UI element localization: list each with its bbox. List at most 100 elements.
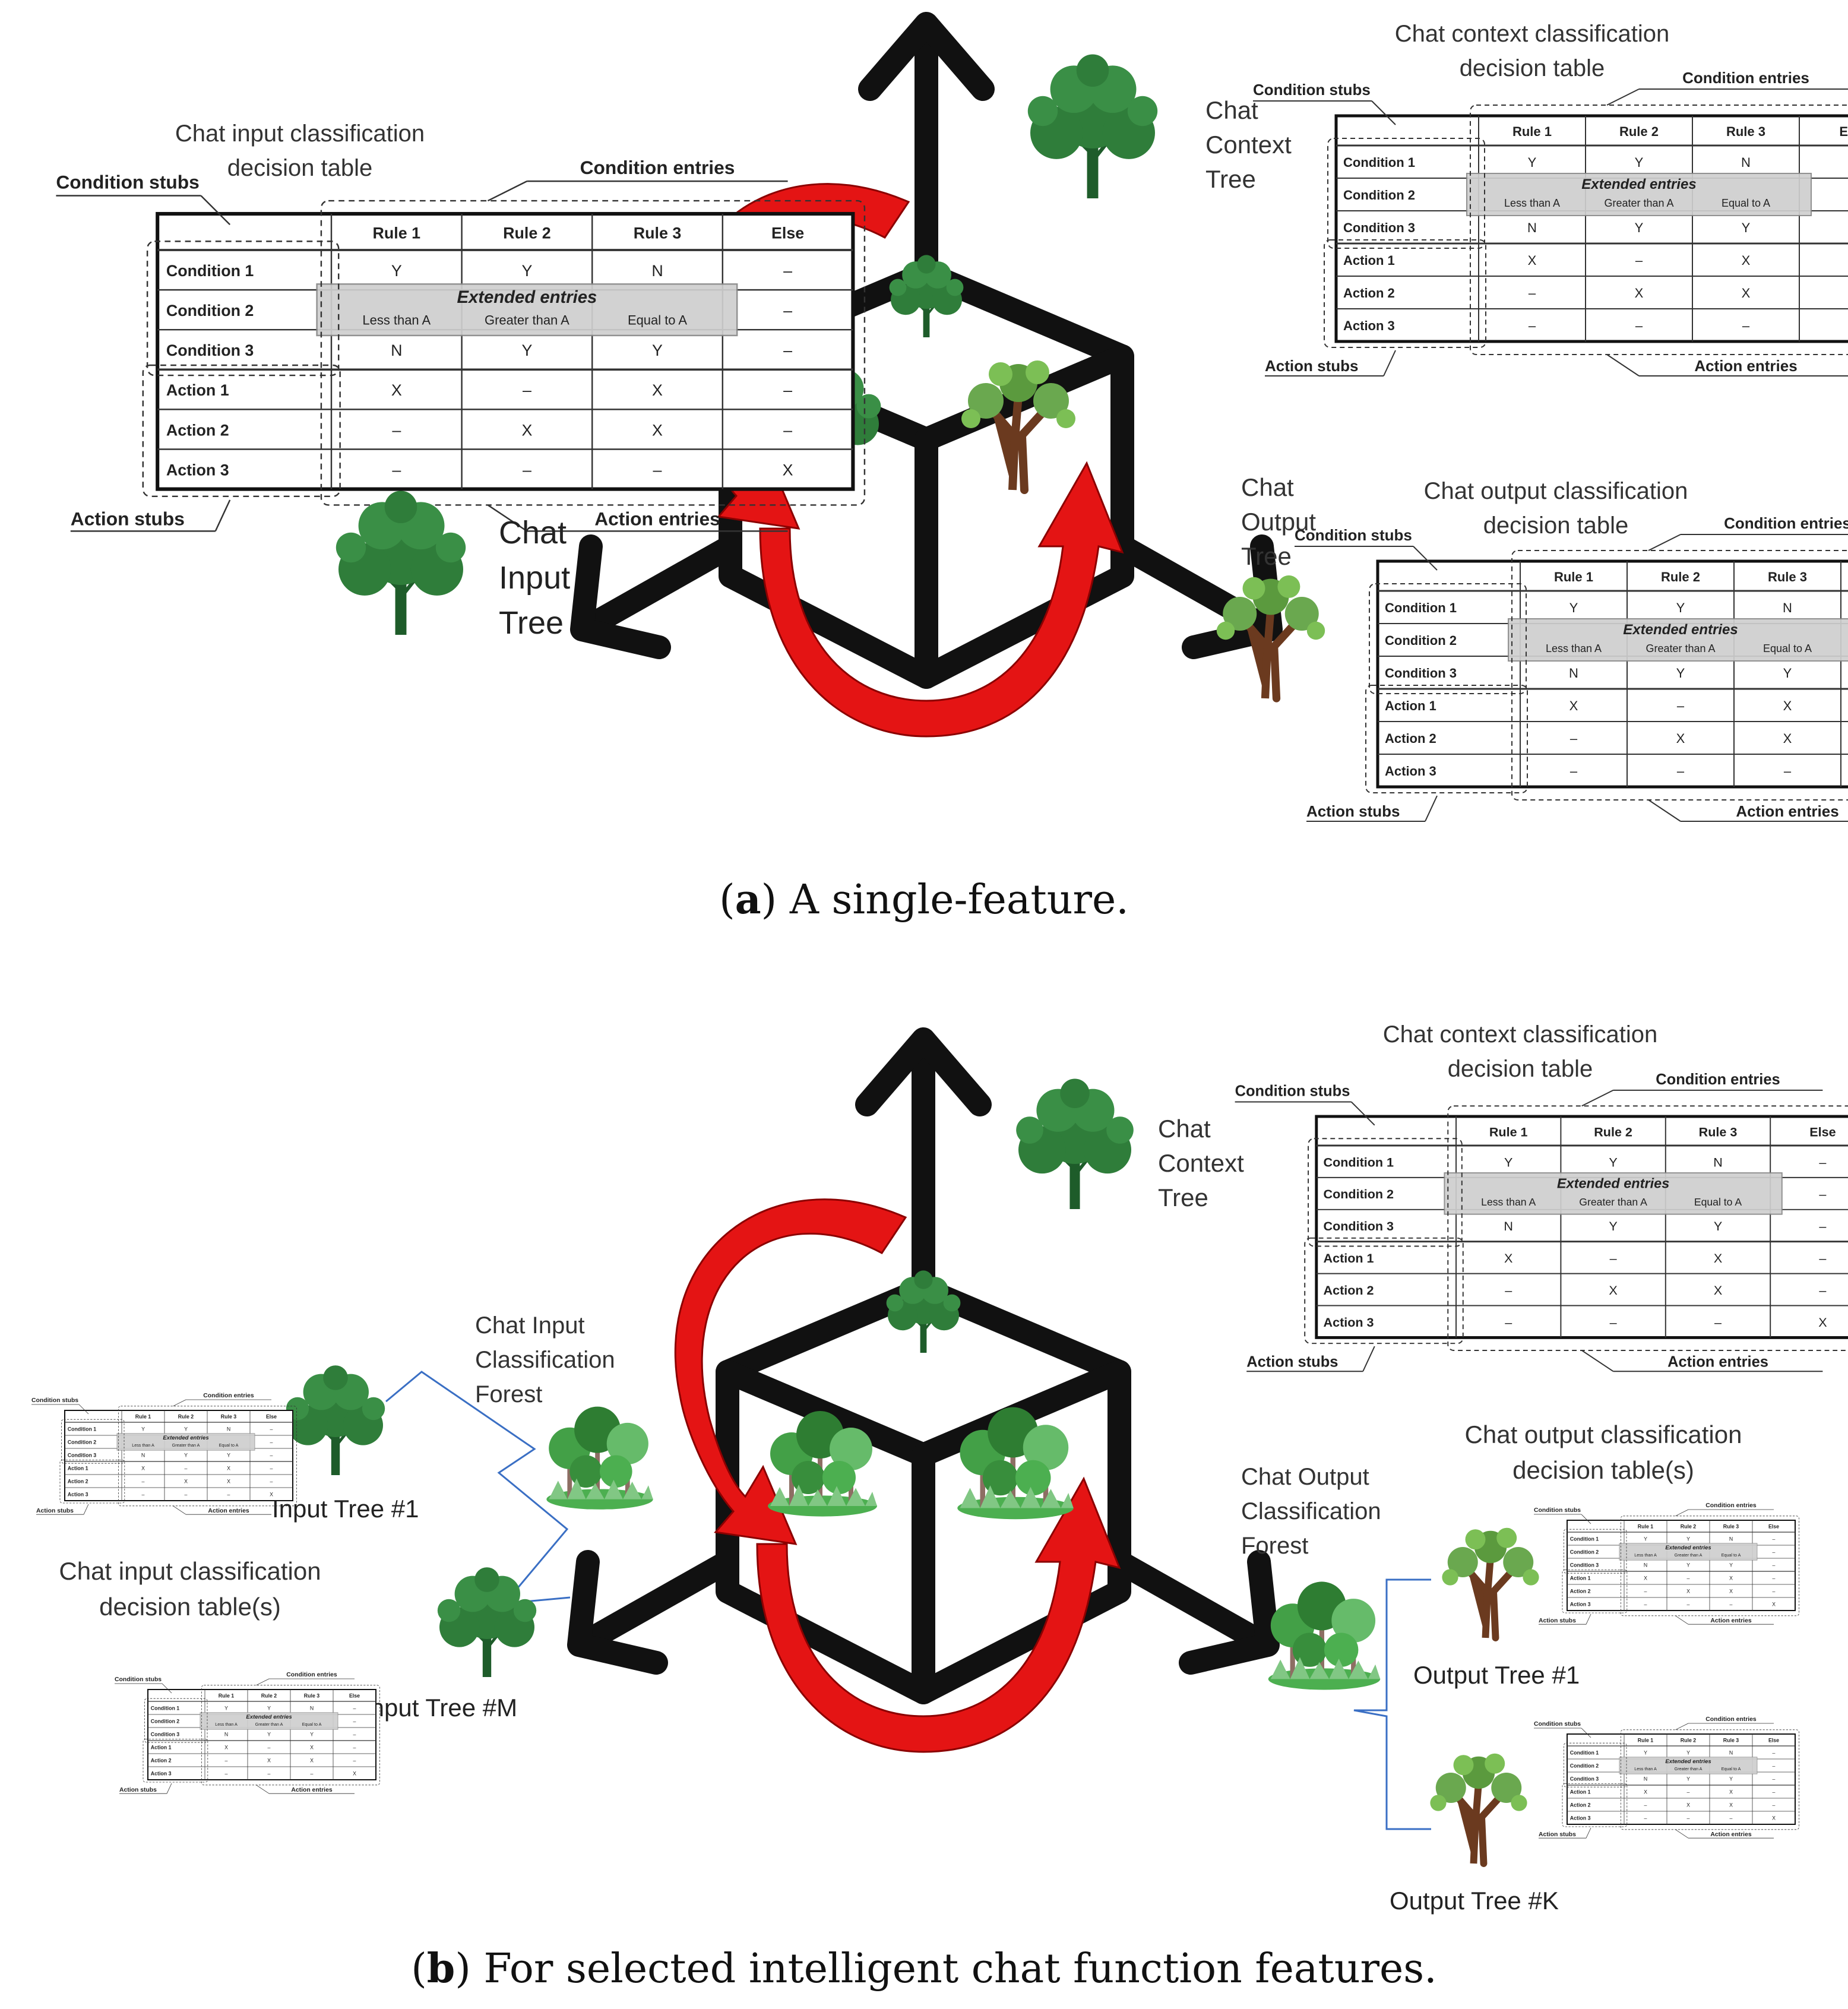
output-tree-label: Tree: [1241, 542, 1292, 570]
output-table-title: Chat output classification: [1424, 478, 1688, 504]
action-stub: Action 1: [166, 381, 229, 399]
condition-stub: Condition 1: [151, 1705, 179, 1711]
callout-line: [1383, 350, 1396, 377]
table-cell: X: [1772, 1601, 1776, 1607]
condition-stubs-label: Condition stubs: [1534, 1721, 1581, 1728]
rule-header: Rule 2: [1594, 1124, 1632, 1139]
table-cell: –: [1730, 1815, 1733, 1821]
condition-stubs-box: [1564, 1529, 1627, 1574]
action-stubs-label: Action stubs: [36, 1508, 74, 1514]
condition-entries-label: Condition entries: [1705, 1716, 1757, 1723]
action-entries-label: Action entries: [1667, 1353, 1768, 1370]
table-cell: N: [227, 1426, 230, 1432]
condition-stub: Condition 2: [1343, 188, 1415, 203]
table-cell: X: [1729, 1802, 1733, 1808]
action-entries-label: Action entries: [1694, 357, 1797, 375]
table-cell: –: [1773, 1802, 1776, 1808]
table-frame: [1376, 559, 1848, 789]
extended-entries-title: Extended entries: [1665, 1758, 1711, 1765]
condition-stub: Condition 3: [1324, 1219, 1394, 1233]
rule-header: Else: [266, 1414, 277, 1420]
table-cell: X: [1504, 1251, 1512, 1265]
b-output-tree-1-label: Output Tree #1: [1413, 1661, 1580, 1689]
table-cell: –: [268, 1770, 271, 1776]
axis-left-head: [570, 534, 671, 659]
table-cell: –: [1570, 731, 1578, 746]
table-cell: –: [225, 1770, 228, 1776]
b-context-tree-label: Context: [1158, 1149, 1244, 1177]
table-cell: Y: [1504, 1154, 1512, 1169]
context-table-title: Chat context classification: [1395, 21, 1669, 47]
table-cell: N: [1504, 1219, 1513, 1233]
action-stubs-label: Action stubs: [119, 1787, 157, 1793]
callout-line: [1350, 1101, 1375, 1126]
action-stub: Action 2: [151, 1757, 172, 1763]
table-cell: –: [142, 1478, 145, 1484]
rule-header: Rule 2: [178, 1414, 194, 1420]
table-cell: –: [1773, 1549, 1776, 1555]
action-stubs-label: Action stubs: [71, 508, 185, 530]
table-cell: –: [1644, 1815, 1647, 1821]
caption-a-paren: (: [719, 877, 735, 923]
table-cell: –: [353, 1731, 356, 1737]
rule-header: Rule 2: [1661, 570, 1700, 584]
table-cell: N: [1729, 1536, 1733, 1542]
table-cell: X: [1644, 1575, 1647, 1581]
table-cell: N: [1713, 1154, 1723, 1169]
rule-header: Rule 3: [304, 1693, 320, 1699]
table-cell: X: [1686, 1588, 1690, 1594]
extended-entries-title: Extended entries: [163, 1435, 208, 1441]
extended-entry: Less than A: [1504, 197, 1560, 209]
extended-entry: Less than A: [1546, 643, 1602, 654]
table-cell: –: [783, 302, 792, 319]
action-stub: Action 3: [166, 461, 229, 479]
table-cell: –: [185, 1491, 188, 1497]
output-bracket: [1353, 1578, 1431, 1830]
extended-entry: Equal to A: [1694, 1196, 1742, 1208]
rule-header: Rule 1: [135, 1414, 151, 1420]
extended-entry: Greater than A: [172, 1442, 200, 1448]
action-stub: Action 1: [1324, 1251, 1374, 1265]
table-cell: N: [1783, 600, 1792, 615]
table-cell: X: [652, 381, 663, 399]
table-cell: N: [1569, 666, 1578, 681]
table-cell: X: [141, 1465, 145, 1471]
table-cell: –: [353, 1705, 356, 1711]
action-entries-label: Action entries: [1710, 1618, 1752, 1624]
callout-line: [1675, 1509, 1689, 1517]
action-stub: Action 1: [1343, 253, 1395, 268]
table-cell: –: [1773, 1588, 1776, 1594]
condition-stub: Condition 1: [1343, 155, 1415, 170]
action-stub: Action 2: [166, 421, 229, 439]
extended-entries-title: Extended entries: [1665, 1545, 1711, 1551]
condition-stubs-box: [61, 1419, 125, 1464]
rule-header: Else: [771, 224, 804, 242]
table-cell: –: [783, 421, 792, 439]
condition-stubs-label: Condition stubs: [115, 1676, 162, 1683]
condition-stub: Condition 3: [68, 1452, 96, 1458]
action-stubs-label: Action stubs: [1539, 1831, 1576, 1838]
action-entries-label: Action entries: [1710, 1831, 1752, 1838]
table-cell: Y: [267, 1731, 271, 1737]
callout-line: [1648, 799, 1681, 822]
entries-box: [201, 1685, 380, 1786]
table-cell: –: [1730, 1601, 1733, 1607]
callout-line: [1581, 1728, 1591, 1738]
table-cell: Y: [1686, 1536, 1690, 1542]
table-cell: –: [353, 1757, 356, 1763]
table-cell: –: [1610, 1315, 1617, 1330]
condition-stubs-label: Condition stubs: [1235, 1083, 1350, 1100]
caption-b-letter: b: [427, 1945, 455, 1992]
entries-box: [118, 1406, 297, 1507]
table-cell: –: [1773, 1536, 1776, 1542]
b-output-forest-label: Forest: [1241, 1533, 1308, 1559]
extended-entries-box: [316, 283, 738, 337]
axis-left: [579, 1550, 739, 1651]
output-table-title: decision table: [1483, 512, 1629, 539]
table-cell: X: [783, 461, 793, 479]
callout-line: [1648, 534, 1681, 551]
table-cell: X: [1742, 286, 1751, 300]
rule-header: Else: [1809, 1124, 1836, 1139]
